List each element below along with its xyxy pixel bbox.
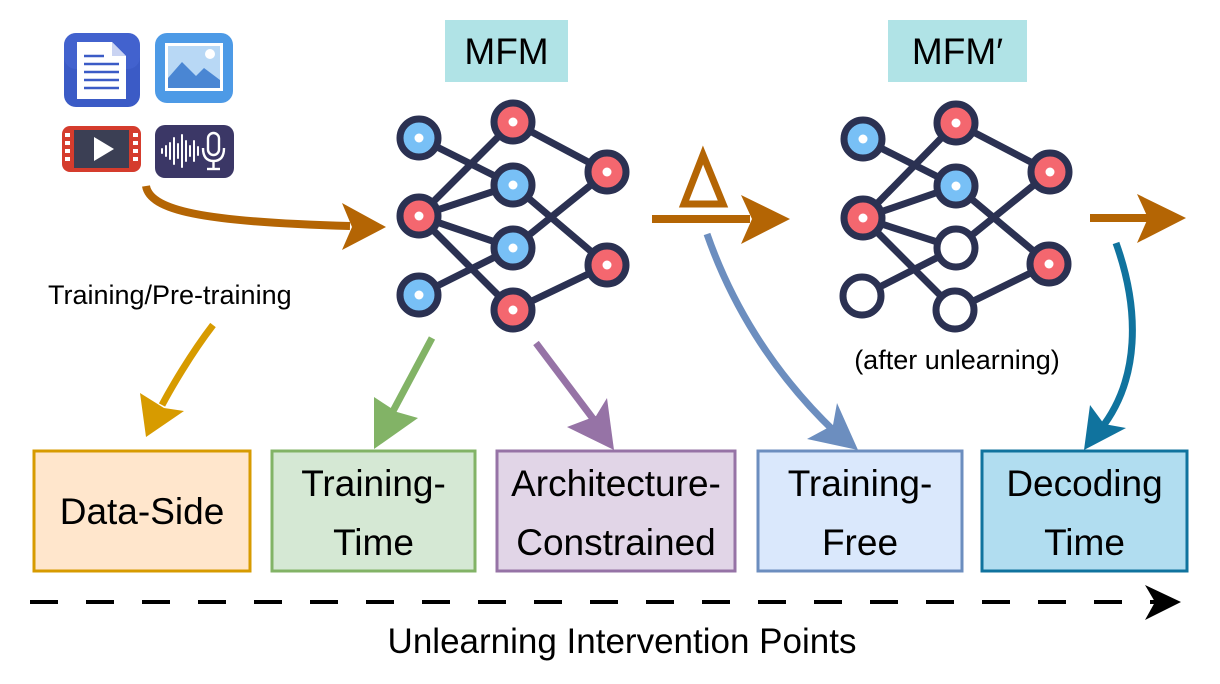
network-node-empty: [932, 287, 978, 333]
mfm-label-box: MFM: [445, 20, 568, 82]
category-label-line: Data-Side: [60, 491, 225, 532]
category-label-line: Time: [1044, 522, 1125, 563]
network-node-blue: [490, 225, 536, 271]
training-flow-arrow: [142, 184, 386, 250]
network-node-red: [584, 242, 630, 288]
network-node-red: [584, 149, 630, 195]
category-label-line: Time: [333, 522, 414, 563]
category-box: [980, 449, 1189, 573]
mfm-label: MFM: [464, 31, 548, 72]
timeline-arrowhead: [1145, 585, 1181, 620]
network-node-empty: [839, 273, 885, 319]
category-label-line: Decoding: [1006, 463, 1162, 504]
network-edges: [860, 119, 1053, 314]
timeline-label: Unlearning Intervention Points: [388, 622, 857, 661]
arrow-to-training-free: [703, 232, 858, 450]
network-edges: [416, 118, 610, 314]
image-icon: [155, 33, 233, 103]
training-label: Training/Pre-training: [48, 280, 292, 310]
network-node-red: [840, 195, 886, 241]
category-label-line: Free: [822, 522, 898, 563]
network-node-blue: [933, 163, 979, 209]
category-label-line: Training-: [788, 463, 933, 504]
arrow-to-architecture-constrained: [533, 340, 614, 450]
output-flow-arrow: [1090, 194, 1186, 243]
category-box: [32, 449, 252, 573]
network-node-red: [933, 100, 979, 146]
category-data-side: Data-Side: [32, 449, 252, 573]
category-training-time: Training- Time: [270, 449, 477, 573]
arrow-to-decoding-time: [1084, 241, 1136, 450]
network-node-blue: [396, 272, 442, 318]
network-node-red: [396, 193, 442, 239]
network-node-red: [490, 99, 536, 145]
category-architecture-constrained: Architecture- Constrained: [495, 449, 737, 573]
category-box: [495, 449, 737, 573]
document-icon: [64, 33, 140, 107]
mfm-prime-label-box: MFM′: [888, 20, 1027, 82]
audio-microphone-icon: [155, 125, 234, 178]
category-box: [756, 449, 964, 573]
mfm-prime-box-bg: [888, 20, 1027, 82]
network-node-blue: [840, 116, 886, 162]
neural-network-original: [396, 99, 630, 333]
category-label-line: Architecture-: [511, 463, 721, 504]
neural-network-unlearned: [839, 100, 1073, 333]
video-icon: [62, 126, 141, 172]
arrow-to-training-time: [374, 336, 436, 449]
mfm-prime-label: MFM′: [912, 31, 1003, 72]
network-node-red: [1027, 149, 1073, 195]
category-box: [270, 449, 477, 573]
intervention-timeline: [30, 585, 1181, 620]
delta-icon: [678, 145, 729, 208]
mfm-box-bg: [445, 20, 568, 82]
category-label-line: Constrained: [516, 522, 716, 563]
network-node-empty: [933, 225, 979, 271]
arrow-to-data-side: [140, 322, 216, 437]
network-node-red: [490, 287, 536, 333]
after-unlearning-caption: (after unlearning): [854, 345, 1060, 375]
modality-icons: [62, 33, 234, 178]
network-node-red: [1026, 241, 1072, 287]
network-node-blue: [490, 162, 536, 208]
category-boxes: Data-Side Training- Time Architecture- Const…: [32, 449, 1189, 573]
delta-update-arrow: [652, 145, 790, 244]
category-training-free: Training- Free: [756, 449, 964, 573]
category-label-line: Training-: [301, 463, 446, 504]
network-node-blue: [396, 115, 442, 161]
